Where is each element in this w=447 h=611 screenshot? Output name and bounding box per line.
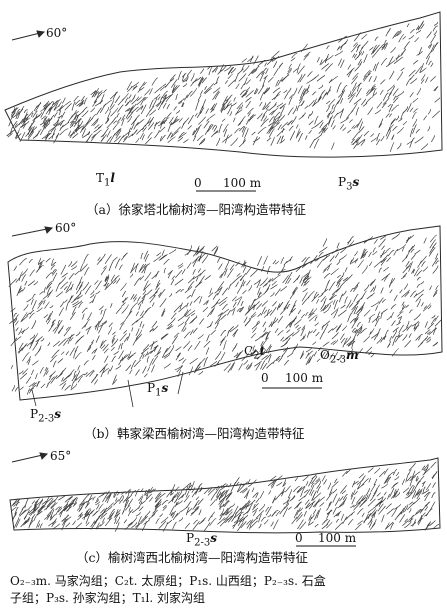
legend-line-1: O₂₋₃m. 马家沟组；C₂t. 太原组；P₁s. 山西组；P₂₋₃s. 石盒 [10, 574, 326, 588]
scale-zero-c: 0 [295, 531, 303, 545]
direction-label-a: 60° [46, 26, 68, 40]
panel-a-sketch [4, 11, 443, 158]
unit-label-b-2: O2-3m [320, 348, 359, 366]
direction-label-c: 65° [50, 449, 72, 463]
unit-label-a-1: T1l [96, 171, 115, 189]
panel-c-sketch [9, 452, 441, 534]
leader-lines-b [31, 371, 184, 408]
rock-hatching-a [6, 20, 441, 153]
outcrop-outline-a [4, 11, 443, 158]
scale-zero-b: 0 [261, 371, 269, 385]
unit-label-b-4: P2-3s [30, 407, 61, 425]
caption-a: （a）徐家塔北榆树湾—阳湾构造带特征 [86, 202, 306, 217]
scale-value-c: 100 m [318, 531, 357, 545]
panel-a: 60° T1l P3s 0 100 m （a）徐家塔北榆树湾—阳湾构造带特征 [0, 0, 447, 225]
rock-hatching-c [11, 461, 440, 532]
direction-arrow-a [11, 30, 46, 41]
scale-value-a: 100 m [223, 176, 262, 190]
unit-label-b-3: P1s [147, 381, 169, 399]
scale-zero-a: 0 [194, 176, 202, 190]
direction-arrow-b [11, 226, 54, 237]
legend-line-2: 子组；P₃s. 孙家沟组；T₁l. 刘家沟组 [10, 591, 205, 605]
scale-value-b: 100 m [285, 371, 324, 385]
unit-label-a-2: P3s [338, 175, 360, 193]
direction-arrow-c [11, 452, 49, 463]
caption-b: （b）韩家梁西榆树湾—阳湾构造带特征 [84, 426, 305, 441]
legend: O₂₋₃m. 马家沟组；C₂t. 太原组；P₁s. 山西组；P₂₋₃s. 石盒 … [10, 573, 440, 607]
panel-c: 65° P2-3s 0 100 m （c）榆树湾西北榆树湾—阳湾构造带特征 [0, 450, 447, 570]
direction-label-b: 60° [55, 221, 77, 235]
unit-label-c-1: P2-3s [186, 531, 217, 549]
rock-hatching-b [8, 232, 442, 395]
panel-b: 60° C2t O2-3m P1s P2-3s 0 100 m （b）韩家梁西榆… [0, 222, 447, 447]
caption-c: （c）榆树湾西北榆树湾—阳湾构造带特征 [76, 550, 309, 565]
panel-b-sketch [7, 225, 443, 408]
unit-label-b-1: C2t [244, 344, 266, 362]
outcrop-outline-c [9, 457, 441, 534]
outcrop-outline-b [7, 225, 443, 401]
